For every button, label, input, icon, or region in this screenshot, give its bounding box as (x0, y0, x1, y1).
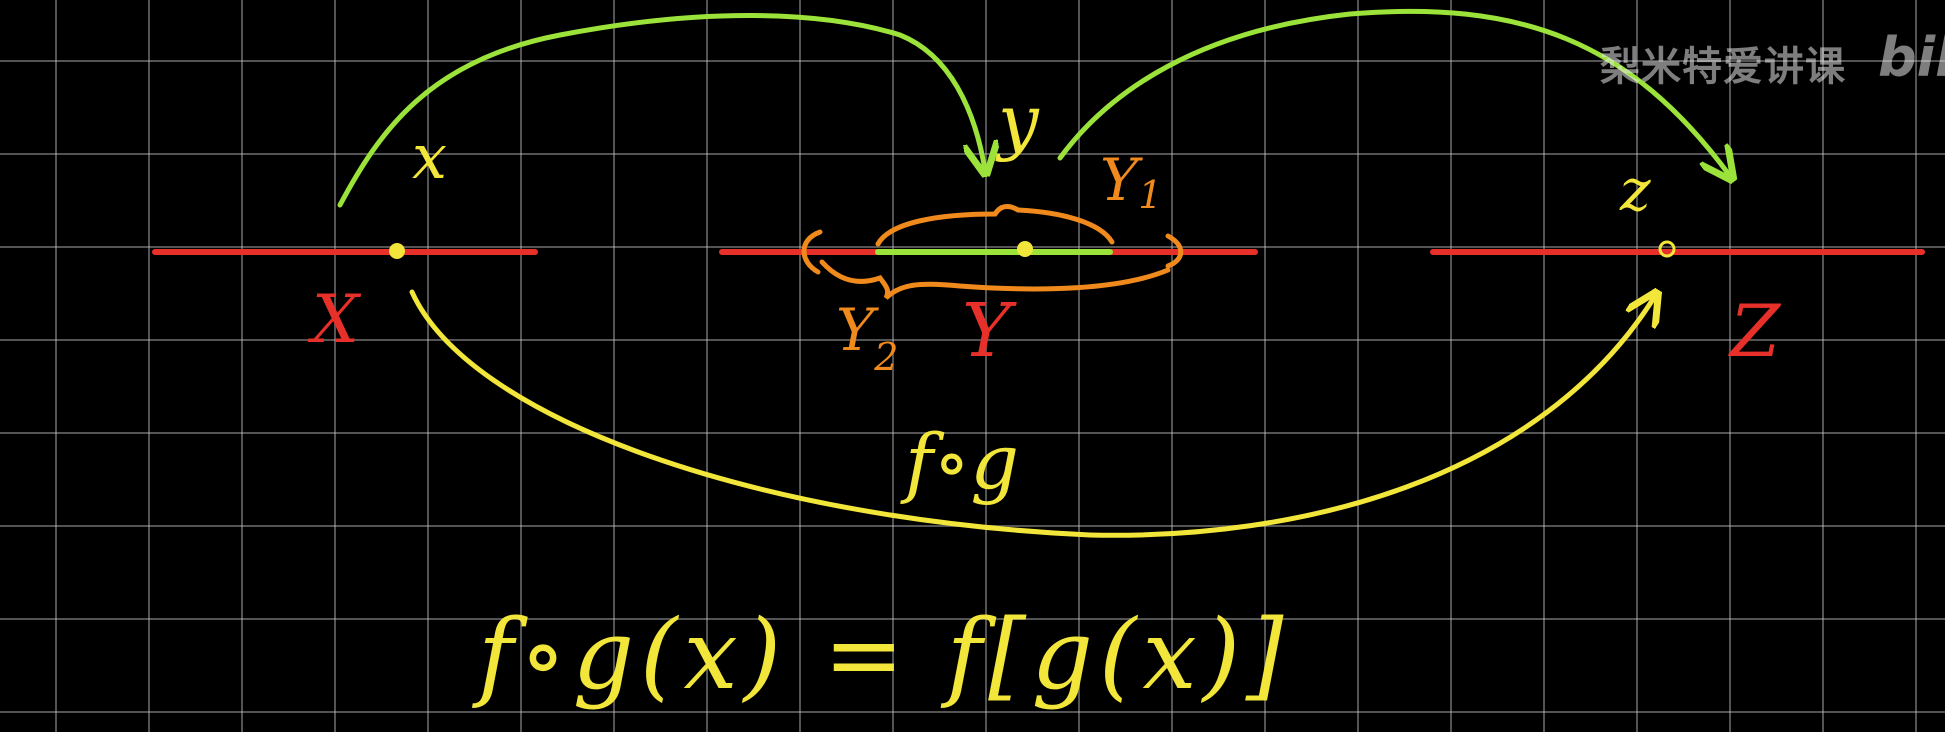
map-arrow-f (1057, 8, 1730, 176)
subset-y2-brace (819, 259, 1171, 300)
label-set-x: X (307, 281, 362, 358)
bracket-right (1165, 233, 1184, 269)
formula: f∘g(x) = f[g(x)] (472, 599, 1290, 711)
label-composition: f∘g (900, 417, 1019, 506)
label-set-z: Z (1728, 289, 1782, 373)
composition-arrow (409, 292, 1655, 538)
point-x (389, 243, 405, 259)
point-z (1658, 240, 1676, 258)
label-element-z: z (1619, 156, 1651, 224)
label-set-y: Y (962, 288, 1017, 374)
bracket-left (801, 229, 823, 275)
label-element-y: y (995, 79, 1040, 163)
map-arrow-g (337, 13, 985, 208)
subset-y1-brace (875, 204, 1115, 247)
label-subset-y1: Y1 (1100, 146, 1162, 217)
point-y (1017, 241, 1033, 257)
bilibili-logo: bili (1878, 26, 1945, 89)
label-element-x: x (412, 120, 447, 193)
channel-watermark: 梨米特爱讲课 bili (1600, 26, 1945, 100)
watermark-text: 梨米特爱讲课 (1600, 44, 1846, 90)
label-subset-y2: Y2 (836, 296, 898, 379)
